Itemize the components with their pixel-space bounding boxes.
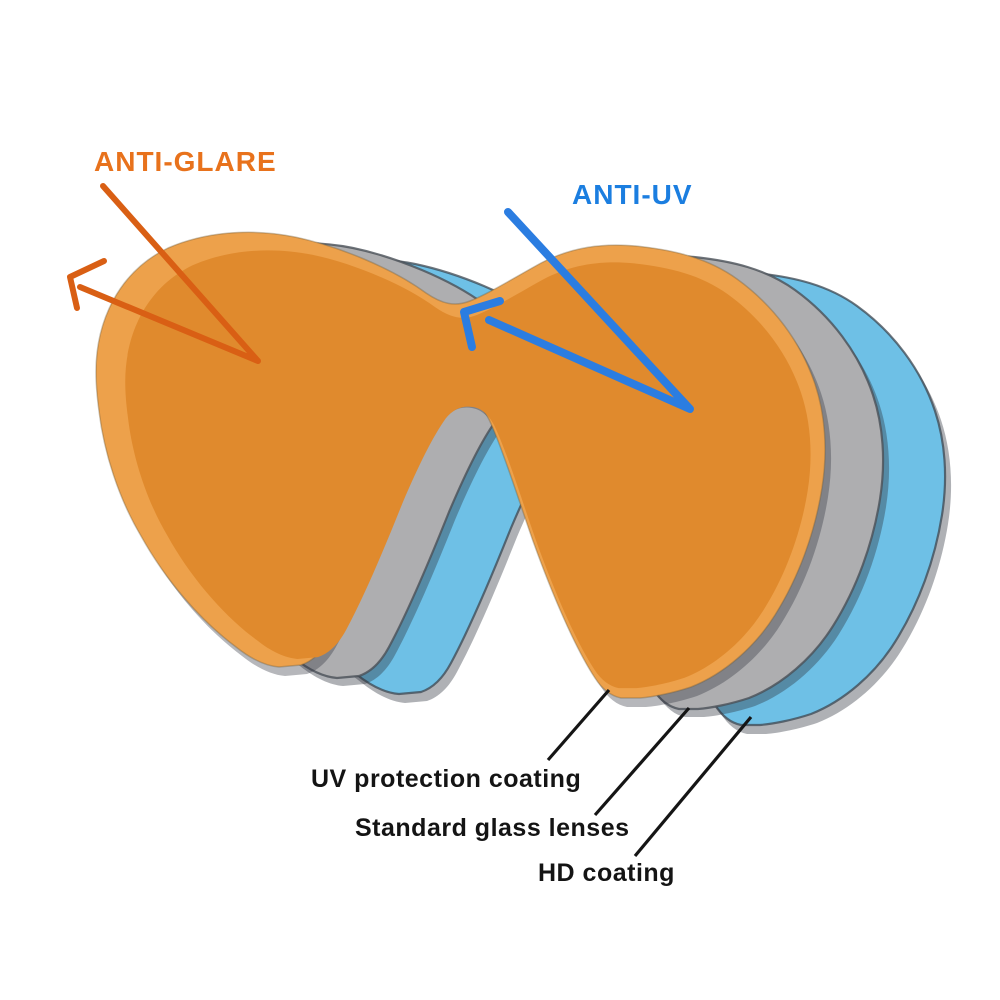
anti-uv-arrow-line bbox=[485, 208, 694, 413]
anti-glare-arrow bbox=[67, 183, 261, 364]
anti-uv-arrowhead-icon bbox=[460, 297, 504, 351]
anti-uv-label: ANTI-UV bbox=[572, 179, 693, 210]
standard-glass-lenses-label: Standard glass lenses bbox=[355, 814, 630, 842]
anti-glare-arrowhead-icon bbox=[67, 258, 107, 311]
pointer-line-standard-glass bbox=[593, 706, 691, 817]
anti-uv-arrow bbox=[460, 208, 694, 413]
pointer-line-hd-coating bbox=[633, 715, 753, 858]
pointer-lines bbox=[546, 688, 753, 858]
anti-glare-arrow-line bbox=[77, 183, 261, 364]
hd-coating-label: HD coating bbox=[538, 859, 675, 887]
anti-glare-label: ANTI-GLARE bbox=[94, 146, 277, 177]
pointer-line-uv-coating bbox=[546, 688, 611, 762]
uv-protection-coating-label: UV protection coating bbox=[311, 765, 582, 793]
